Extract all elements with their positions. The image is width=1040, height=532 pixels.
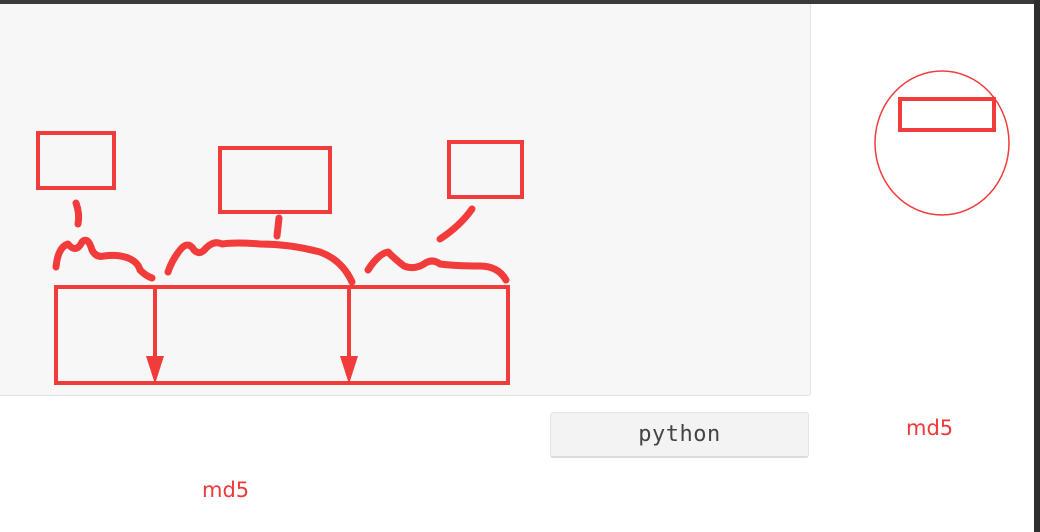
sketch-wave-right — [364, 248, 510, 284]
sketch-wave-middle — [164, 239, 356, 286]
sketch-box-right — [447, 140, 524, 199]
sketch-box-middle — [218, 146, 332, 214]
window-top-border — [0, 0, 1040, 4]
sketch-stub-left — [72, 199, 83, 228]
sketch-circle — [874, 70, 1010, 216]
sketch-box-large — [54, 285, 510, 385]
hand-drawn-diagram — [36, 131, 524, 385]
sketch-wave-left — [52, 236, 156, 282]
sketch-circle-box — [898, 97, 996, 132]
window-right-border — [1034, 0, 1040, 532]
annotation-label-right: md5 — [906, 416, 954, 440]
code-language-label: python — [550, 412, 809, 458]
sketch-stub-middle — [273, 214, 283, 240]
sketch-image-panel — [0, 4, 811, 396]
sketch-arrow-left-head — [146, 356, 164, 384]
side-sketch-figure — [874, 70, 1010, 216]
sketch-arrow-right-head — [340, 356, 358, 384]
sketch-box-left — [36, 131, 116, 190]
sketch-stub-right — [436, 205, 476, 243]
annotation-label-left: md5 — [202, 478, 250, 502]
